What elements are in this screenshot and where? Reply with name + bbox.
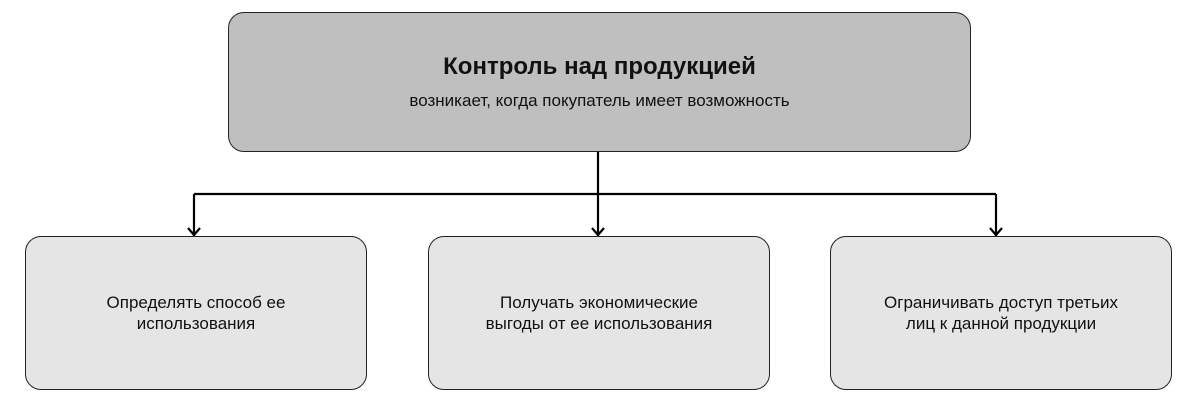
root-title: Контроль над продукцией — [443, 53, 756, 80]
child-label: Получать экономические выгоды от ее испо… — [485, 293, 713, 333]
root-node: Контроль над продукцией возникает, когда… — [228, 12, 971, 152]
child-node-benefits: Получать экономические выгоды от ее испо… — [428, 236, 770, 390]
arrow-head-left — [187, 227, 201, 237]
child-node-access: Ограничивать доступ третьих лиц к данной… — [830, 236, 1172, 390]
child-label: Ограничивать доступ третьих лиц к данной… — [884, 293, 1118, 333]
child-label: Определять способ ее использования — [106, 293, 286, 333]
arrow-head-center — [591, 227, 605, 237]
child-node-usage: Определять способ ее использования — [25, 236, 367, 390]
arrow-head-right — [989, 227, 1003, 237]
root-subtitle: возникает, когда покупатель имеет возмож… — [409, 91, 790, 110]
